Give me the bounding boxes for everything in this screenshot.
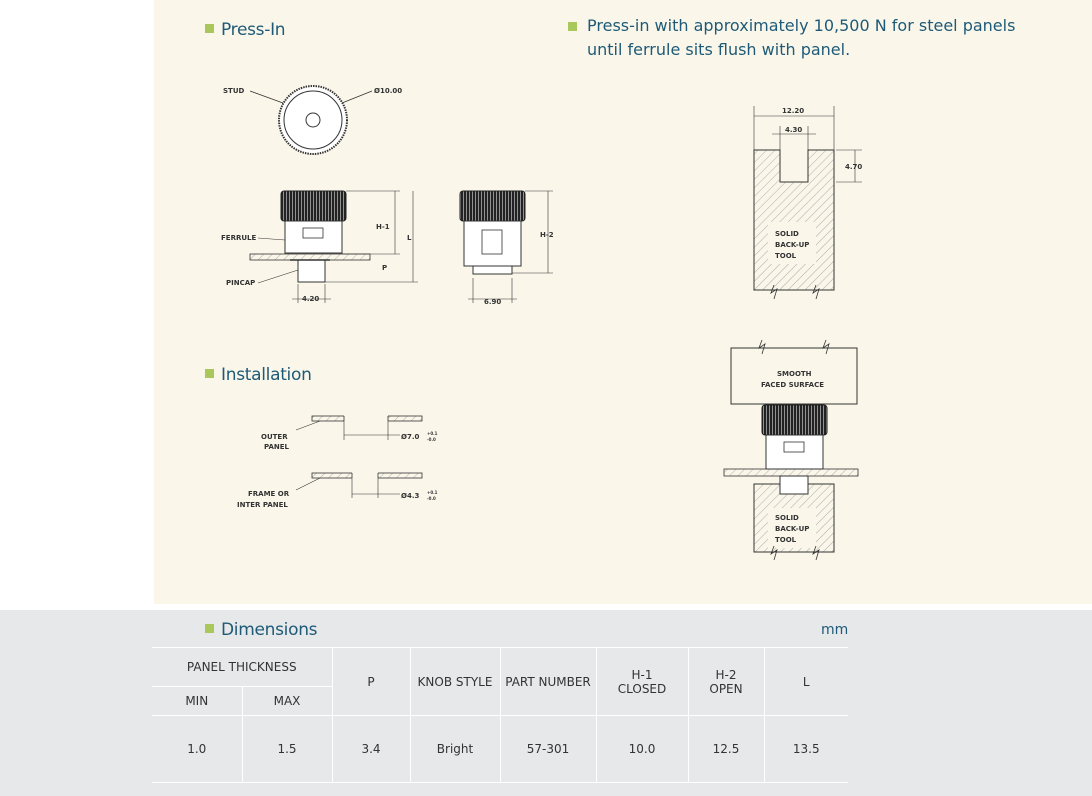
frame-label-line2: INTER PANEL (237, 501, 288, 509)
outer-panel-drawing (295, 415, 423, 440)
header-h1-line2: CLOSED (617, 681, 667, 696)
press-in-note: Press-in with approximately 10,500 N for… (568, 14, 1028, 62)
backup-tool-drawing (753, 106, 862, 300)
outer-tol-minus: -0.0 (427, 437, 436, 442)
solid-label-line2: BACK-UP (775, 241, 809, 249)
bullet-icon (205, 23, 214, 33)
ferrule-label: FERRULE (221, 234, 256, 242)
solid-label-line1: SOLID (775, 230, 799, 238)
installation-heading: Installation (205, 365, 312, 385)
l-label: L (407, 234, 412, 242)
frame-hole-label: Ø4.3 (401, 492, 419, 500)
outer-tol-plus: +0.1 (427, 431, 438, 436)
header-min: MIN (152, 686, 242, 716)
frame-tol-minus: -0.0 (427, 496, 436, 501)
press-in-heading-text: Press-In (221, 20, 286, 40)
cell-h2: 12.5 (687, 715, 764, 783)
cell-max: 1.5 (241, 715, 332, 783)
bullet-icon (205, 368, 214, 378)
smooth-label-line1: SMOOTH (777, 370, 812, 378)
header-part-number: PART NUMBER (499, 647, 596, 716)
stud-side-view-open (459, 190, 553, 303)
h1-label: H-1 (376, 223, 390, 231)
smooth-label-line2: FACED SURFACE (761, 381, 824, 389)
p-label: P (382, 264, 387, 272)
technical-drawings: STUD Ø10.00 FERRULE PINCAP H-1 L P 4.20 (221, 85, 862, 561)
outer-panel-label-line1: OUTER (261, 433, 288, 441)
stud-top-view (249, 85, 373, 155)
table-row: 1.0 1.5 3.4 Bright 57-301 10.0 12.5 13.5 (152, 715, 848, 783)
header-h2-line1: H-2 (715, 667, 737, 682)
cell-h1: 10.0 (595, 715, 688, 783)
diameter-label: Ø10.00 (374, 87, 402, 95)
cell-part-number: 57-301 (499, 715, 596, 783)
dim-690-label: 6.90 (484, 298, 501, 306)
dim-420-label: 4.20 (302, 295, 319, 303)
tool-width-label: 12.20 (782, 107, 804, 115)
press-in-note-text: Press-in with approximately 10,500 N for… (587, 16, 1016, 59)
dimensions-heading: Dimensions (205, 620, 318, 640)
tool-depth-label: 4.70 (845, 163, 862, 171)
header-h1-line1: H-1 (631, 667, 653, 682)
solid-label-line3: TOOL (775, 252, 797, 260)
solid2-label-line2: BACK-UP (775, 525, 809, 533)
cell-min: 1.0 (152, 715, 242, 783)
dimensions-heading-text: Dimensions (221, 620, 318, 640)
bullet-icon (568, 22, 577, 31)
pincap-label: PINCAP (226, 279, 255, 287)
cell-p: 3.4 (331, 715, 410, 783)
header-h2-line2: OPEN (709, 681, 743, 696)
header-p: P (331, 647, 410, 716)
header-panel-thickness: PANEL THICKNESS (152, 647, 332, 687)
h2-label: H-2 (540, 231, 554, 239)
stud-label: STUD (223, 87, 245, 95)
solid2-label-line3: TOOL (775, 536, 797, 544)
header-knob-style: KNOB STYLE (409, 647, 500, 716)
outer-panel-label-line2: PANEL (264, 443, 290, 451)
unit-label: mm (821, 622, 849, 638)
cell-knob-style: Bright (409, 715, 500, 783)
press-assembly-drawing (723, 339, 859, 561)
installation-heading-text: Installation (221, 365, 312, 385)
stud-side-view-closed (249, 190, 418, 303)
dimensions-table: PANEL THICKNESS P KNOB STYLE PART NUMBER… (152, 647, 848, 783)
tool-slot-label: 4.30 (785, 126, 802, 134)
frame-panel-drawing (295, 472, 423, 498)
frame-tol-plus: +0.1 (427, 490, 438, 495)
outer-hole-label: Ø7.0 (401, 433, 419, 441)
header-max: MAX (241, 686, 332, 716)
solid2-label-line1: SOLID (775, 514, 799, 522)
bullet-icon (205, 623, 214, 633)
press-in-heading: Press-In (205, 20, 286, 40)
frame-label-line1: FRAME OR (248, 490, 290, 498)
cell-l: 13.5 (763, 715, 848, 783)
header-l: L (763, 647, 848, 716)
